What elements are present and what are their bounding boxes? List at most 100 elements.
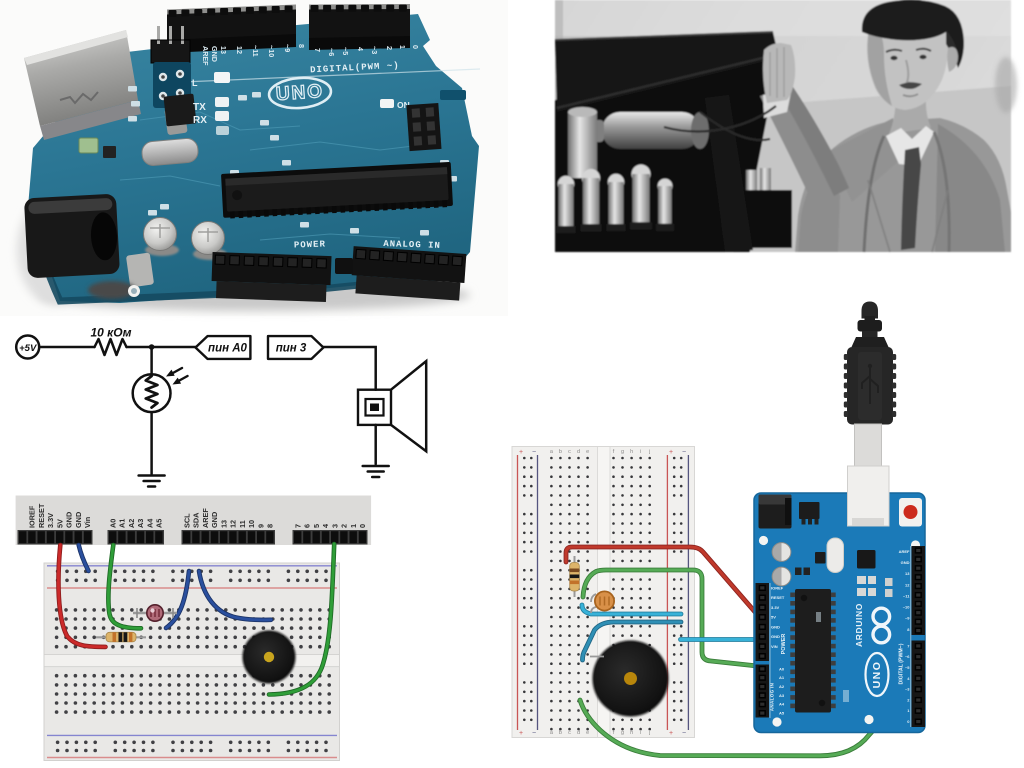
svg-text:пин А0: пин А0 xyxy=(208,343,247,355)
svg-text:1: 1 xyxy=(398,45,407,49)
svg-text:A2: A2 xyxy=(127,519,136,528)
svg-text:пин 3: пин 3 xyxy=(276,343,307,355)
svg-text:A2: A2 xyxy=(779,684,785,689)
svg-text:A5: A5 xyxy=(155,519,164,528)
svg-text:VIN: VIN xyxy=(771,644,778,649)
svg-text:IOREF: IOREF xyxy=(771,585,784,590)
svg-text:~3: ~3 xyxy=(905,687,910,692)
svg-text:GND: GND xyxy=(210,46,219,62)
svg-text:f: f xyxy=(613,449,615,455)
svg-text:13: 13 xyxy=(219,520,228,528)
svg-text:d: d xyxy=(577,449,580,455)
svg-text:4: 4 xyxy=(356,47,365,51)
svg-text:1: 1 xyxy=(349,524,358,528)
svg-text:+: + xyxy=(669,730,673,737)
svg-text:5V: 5V xyxy=(771,615,776,620)
svg-text:GND: GND xyxy=(901,560,910,565)
svg-text:TX: TX xyxy=(193,102,206,113)
svg-text:A0: A0 xyxy=(779,666,785,671)
svg-text:A3: A3 xyxy=(136,519,145,528)
svg-text:~6: ~6 xyxy=(327,48,336,56)
svg-text:−: − xyxy=(532,449,536,456)
svg-text:13: 13 xyxy=(905,571,910,576)
svg-text:+5V: +5V xyxy=(19,343,37,354)
svg-text:a: a xyxy=(550,449,554,455)
svg-text:~10: ~10 xyxy=(267,45,276,57)
svg-text:4: 4 xyxy=(907,676,910,681)
svg-text:UNO: UNO xyxy=(871,661,883,689)
svg-text:4: 4 xyxy=(321,523,330,528)
svg-text:~9: ~9 xyxy=(905,616,910,621)
svg-text:i: i xyxy=(640,730,641,736)
svg-text:5: 5 xyxy=(312,524,321,528)
svg-text:~11: ~11 xyxy=(903,594,910,599)
svg-text:Vin: Vin xyxy=(83,517,92,528)
svg-text:0: 0 xyxy=(358,524,367,528)
svg-text:13: 13 xyxy=(219,46,228,54)
svg-text:RESET: RESET xyxy=(37,503,46,528)
svg-text:L: L xyxy=(192,78,198,88)
svg-text:−: − xyxy=(682,730,686,737)
svg-text:b: b xyxy=(559,730,562,736)
svg-text:12: 12 xyxy=(905,582,910,587)
svg-text:c: c xyxy=(568,730,571,736)
svg-text:AREF: AREF xyxy=(201,46,210,66)
svg-text:ON: ON xyxy=(397,100,410,110)
svg-text:~10: ~10 xyxy=(903,605,911,610)
svg-text:6: 6 xyxy=(303,524,312,528)
svg-text:2: 2 xyxy=(385,46,394,50)
svg-text:~5: ~5 xyxy=(905,665,910,670)
svg-text:d: d xyxy=(577,730,580,736)
svg-text:AREF: AREF xyxy=(899,549,910,554)
svg-text:2: 2 xyxy=(907,697,910,702)
svg-text:+: + xyxy=(519,730,523,737)
svg-text:~6: ~6 xyxy=(905,654,910,659)
svg-text:−: − xyxy=(532,730,536,737)
svg-text:j: j xyxy=(648,449,650,455)
svg-text:e: e xyxy=(586,449,589,455)
svg-text:A1: A1 xyxy=(779,675,785,680)
svg-text:f: f xyxy=(613,730,615,736)
svg-text:0: 0 xyxy=(907,719,910,724)
svg-text:SDA: SDA xyxy=(192,512,201,528)
svg-text:10: 10 xyxy=(247,520,256,528)
svg-text:~9: ~9 xyxy=(283,44,292,52)
svg-text:c: c xyxy=(568,449,571,455)
svg-text:GND: GND xyxy=(771,624,780,629)
svg-text:~11: ~11 xyxy=(251,45,260,57)
svg-text:b: b xyxy=(559,449,562,455)
svg-text:~3: ~3 xyxy=(370,46,379,54)
svg-text:DIGITAL(PWM ~): DIGITAL(PWM ~) xyxy=(310,61,400,76)
svg-text:+: + xyxy=(669,449,673,456)
svg-text:12: 12 xyxy=(235,46,244,54)
svg-text:j: j xyxy=(648,730,650,736)
svg-text:GND: GND xyxy=(210,512,219,528)
svg-text:POWER: POWER xyxy=(294,239,326,250)
svg-text:7: 7 xyxy=(907,643,910,648)
svg-text:GND: GND xyxy=(771,634,780,639)
svg-text:+: + xyxy=(519,449,523,456)
svg-text:i: i xyxy=(640,449,641,455)
svg-text:11: 11 xyxy=(238,520,247,528)
svg-text:3.3V: 3.3V xyxy=(46,513,55,528)
svg-text:12: 12 xyxy=(229,520,238,528)
svg-text:POWER: POWER xyxy=(781,634,787,655)
svg-text:5V: 5V xyxy=(55,519,64,528)
svg-text:AREF: AREF xyxy=(201,508,210,528)
svg-text:RX: RX xyxy=(193,115,207,126)
svg-text:10 кОм: 10 кОм xyxy=(90,326,131,340)
svg-text:8: 8 xyxy=(266,524,275,528)
svg-text:ANALOG IN: ANALOG IN xyxy=(770,682,775,711)
svg-text:A4: A4 xyxy=(145,518,154,528)
svg-text:h: h xyxy=(630,730,633,736)
svg-text:7: 7 xyxy=(293,524,302,528)
svg-text:UNO: UNO xyxy=(275,81,325,105)
svg-text:A3: A3 xyxy=(779,693,785,698)
svg-text:0: 0 xyxy=(411,45,420,49)
svg-text:3: 3 xyxy=(330,524,339,528)
svg-text:1: 1 xyxy=(907,708,910,713)
svg-text:A4: A4 xyxy=(779,702,785,707)
svg-text:8: 8 xyxy=(297,44,306,48)
svg-text:ANALOG IN: ANALOG IN xyxy=(383,239,441,251)
svg-text:ARDUINO: ARDUINO xyxy=(854,603,864,647)
